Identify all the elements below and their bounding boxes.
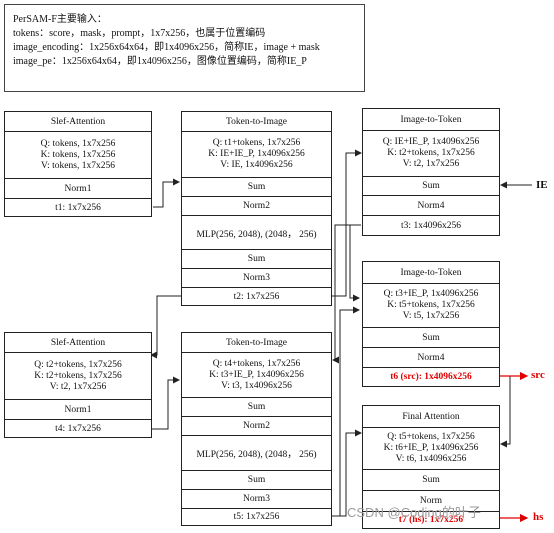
qkv-rows: Q: t5+tokens, 1x7x256 K: t6+IE_P, 1x4096… [363,427,499,469]
note-line: PerSAM-F主要输入： [13,14,107,25]
sum-row: Sum [363,176,499,195]
edge-t6-final [500,375,511,448]
key-line: K: t5+tokens, 1x7x256 [387,300,475,310]
norm-row: Norm1 [5,399,151,419]
sum-row: Sum [182,249,331,268]
output-row: t5: 1x7x256 [182,508,331,525]
mlp-row: MLP(256, 2048), (2048， 256) [182,215,331,249]
mlp-row: MLP(256, 2048), (2048， 256) [182,435,331,470]
edge-t5-final [332,429,362,517]
qkv-rows: Q: t1+tokens, 1x7x256 K: IE+IE_P, 1x4096… [182,131,331,177]
final-attention-block: Final Attention Q: t5+tokens, 1x7x256 K:… [362,405,500,529]
edge-t4 [151,376,180,430]
query-line: Q: tokens, 1x7x256 [40,138,116,149]
qkv-rows: Q: IE+IE_P, 1x4096x256 K: t2+tokens, 1x7… [363,130,499,176]
norm-row: Norm [363,490,499,511]
output-row: t7 (hs): 1x7x256 [363,511,499,528]
src-output-label: src [531,369,545,381]
key-line: K: IE+IE_P, 1x4096x256 [208,149,305,159]
self-attention-block-2: Slef-Attention Q: t2+tokens, 1x7x256 K: … [4,332,152,438]
value-line: V: tokens, 1x7x256 [41,160,115,171]
output-row: t4: 1x7x256 [5,419,151,437]
watermark: CSDN @Coding的叶子 [347,505,481,520]
ie-input-label: IE [536,179,548,191]
block-title: Slef-Attention [50,116,106,127]
output-row: t1: 1x7x256 [5,198,151,216]
edge-t1 [153,178,180,208]
norm-row: Norm2 [182,416,331,435]
query-line: Q: t4+tokens, 1x7x256 [212,358,301,369]
image-to-token-block-1: Image-to-Token Q: IE+IE_P, 1x4096x256 K:… [362,108,500,236]
key-line: K: tokens, 1x7x256 [40,149,116,160]
sum-row: Sum [363,327,499,347]
sum-row: Sum [182,470,331,489]
note-line: image_pe：1x256x64x64，即1x4096x256，图像位置编码，… [13,56,307,67]
query-line: Q: t3+IE_P, 1x4096x256 [383,289,479,299]
hs-output-label: hs [533,511,544,523]
query-line: Q: IE+IE_P, 1x4096x256 [382,137,480,147]
edge-t3-tok2img [332,224,361,364]
sum-row: Sum [182,177,331,196]
edge-t3-img2tok [349,224,361,302]
output-row: t3: 1x4096x256 [363,215,499,235]
value-line: V: t2, 1x7x256 [49,381,107,392]
query-line: Q: t1+tokens, 1x7x256 [212,138,301,148]
output-row: t2: 1x7x256 [182,287,331,305]
input-notes: PerSAM-F主要输入： tokens：score，mask，prompt，1… [4,4,365,92]
norm-row: Norm4 [363,195,499,215]
norm-row: Norm1 [5,178,151,198]
token-to-image-block-2: Token-to-Image Q: t4+tokens, 1x7x256 K: … [181,332,332,526]
block-title: Token-to-Image [225,116,288,127]
qkv-rows: Q: t2+tokens, 1x7x256 K: t2+tokens, 1x7x… [5,352,151,399]
norm-row: Norm3 [182,268,331,287]
key-line: K: t6+IE_P, 1x4096x256 [383,443,479,453]
value-line: V: t5, 1x7x256 [402,311,460,321]
edge-t2-selfattn [150,295,181,359]
image-to-token-block-2: Image-to-Token Q: t3+IE_P, 1x4096x256 K:… [362,261,500,387]
query-line: Q: t2+tokens, 1x7x256 [34,359,122,370]
block-title: Image-to-Token [400,114,462,125]
self-attention-block-1: Slef-Attention Q: tokens, 1x7x256 K: tok… [4,111,152,217]
norm-row: Norm3 [182,489,331,508]
norm-row: Norm2 [182,196,331,215]
block-title: Slef-Attention [50,337,106,348]
value-line: V: IE, 1x4096x256 [220,160,293,170]
qkv-rows: Q: t3+IE_P, 1x4096x256 K: t5+tokens, 1x7… [363,283,499,327]
qkv-rows: Q: tokens, 1x7x256 K: tokens, 1x7x256 V:… [5,131,151,178]
block-title: Final Attention [402,411,460,422]
block-title: Token-to-Image [225,337,288,348]
key-line: K: t2+tokens, 1x7x256 [387,148,475,158]
note-line: image_encoding：1x256x64x64，即1x4096x256，简… [13,42,320,53]
query-line: Q: t5+tokens, 1x7x256 [387,432,475,442]
output-row: t6 (src): 1x4096x256 [363,367,499,386]
value-line: V: t3, 1x4096x256 [221,380,292,391]
note-line: tokens：score，mask，prompt，1x7x256，也属于位置编码 [13,28,266,39]
token-to-image-block-1: Token-to-Image Q: t1+tokens, 1x7x256 K: … [181,111,332,306]
value-line: V: t6, 1x4096x256 [395,454,467,464]
sum-row: Sum [363,469,499,490]
block-title: Image-to-Token [400,267,462,278]
key-line: K: t2+tokens, 1x7x256 [34,370,122,381]
key-line: K: t3+IE_P, 1x4096x256 [209,369,304,380]
qkv-rows: Q: t4+tokens, 1x7x256 K: t3+IE_P, 1x4096… [182,352,331,397]
sum-row: Sum [182,397,331,416]
norm-row: Norm4 [363,347,499,367]
value-line: V: t2, 1x7x256 [402,159,460,169]
